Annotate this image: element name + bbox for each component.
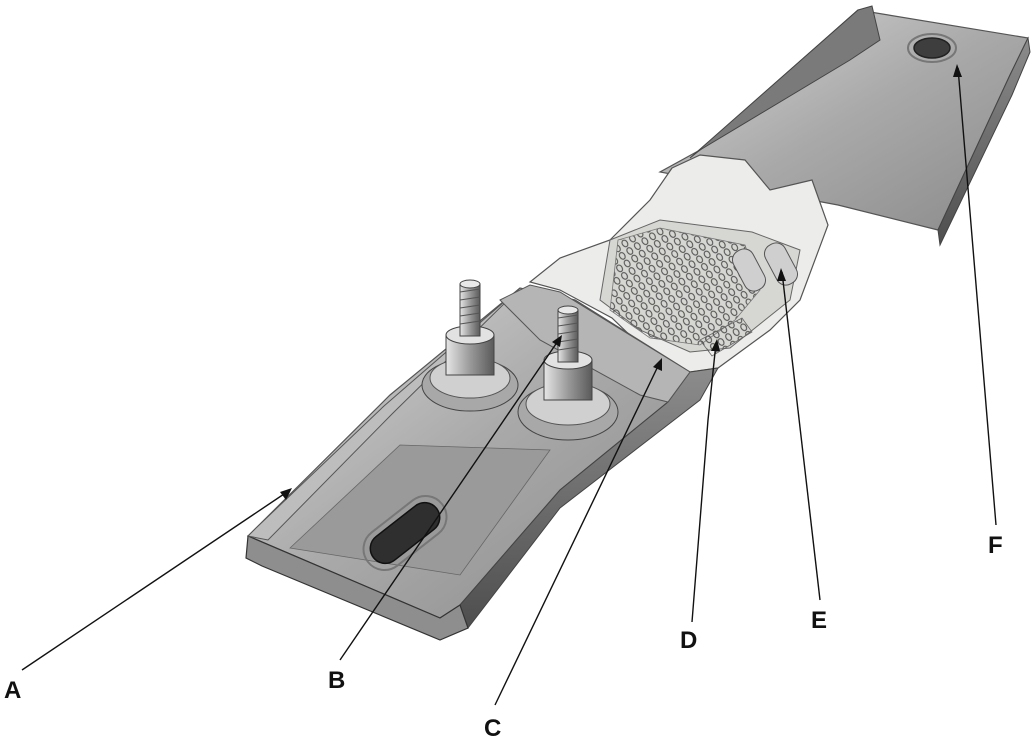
callout-label-f: F [988, 532, 1003, 559]
callout-label-d: D [680, 627, 697, 654]
leader-b [339, 337, 561, 661]
far-end-mounting-hole [913, 37, 951, 59]
arrowhead-e [777, 268, 786, 281]
arrowhead-f [953, 64, 962, 77]
near-end-front-lip [245, 535, 469, 641]
far-end-right-wall [937, 36, 1031, 247]
callout-label-b: B [328, 667, 345, 694]
terminal-stud-icon [421, 279, 519, 412]
arrowhead-c [653, 358, 662, 371]
arrowhead-d [711, 339, 720, 351]
callout-label-c: C [484, 715, 501, 741]
leader-c [494, 361, 661, 706]
callout-labels: A B C D E F [4, 532, 1003, 741]
coil-element-icon [609, 227, 761, 346]
leader-d [691, 342, 717, 623]
callout-label-e: E [811, 607, 827, 634]
mounting-slot-icon [362, 494, 448, 572]
arrowhead-b [552, 335, 562, 347]
terminal-stud-icon [517, 305, 619, 441]
leader-f [957, 67, 997, 526]
leader-a [21, 489, 291, 671]
leader-lines [21, 64, 997, 706]
arrowhead-a [280, 488, 292, 500]
callout-label-a: A [4, 677, 21, 704]
terminal-housing-band [499, 284, 691, 403]
far-end-left-lip [689, 5, 881, 159]
lower-coil [699, 317, 753, 357]
leader-e [781, 271, 821, 601]
heater-strip-illustration [245, 5, 1031, 641]
terminal-rods [731, 242, 799, 292]
